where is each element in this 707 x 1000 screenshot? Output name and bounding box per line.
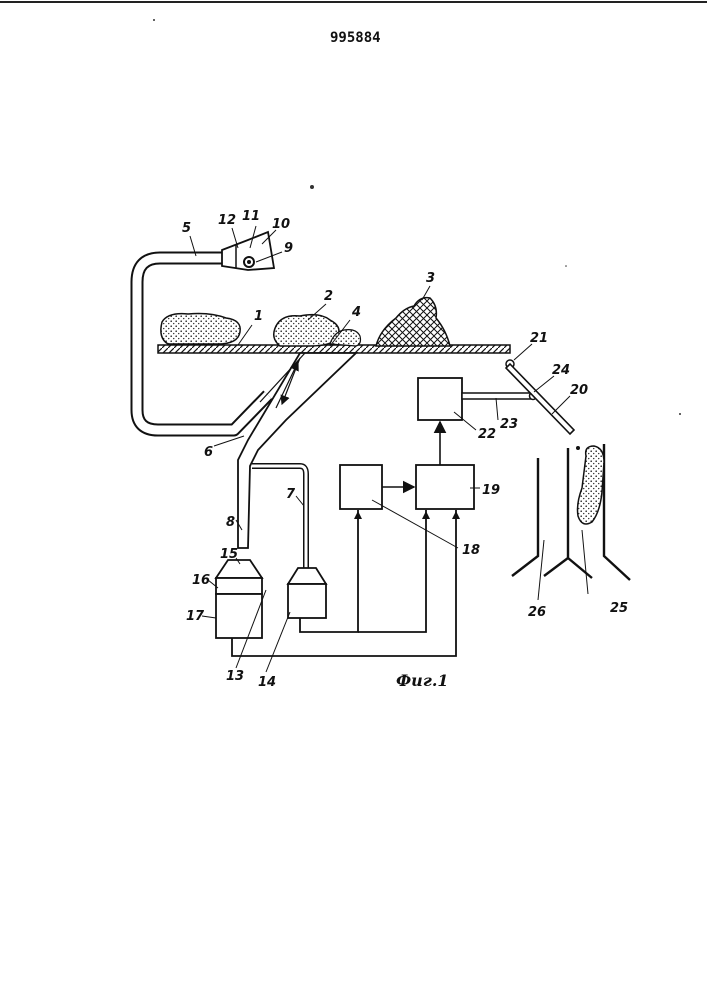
label-20: 20	[570, 383, 588, 398]
label-17: 17	[186, 609, 205, 624]
label-1: 1	[254, 309, 263, 324]
label-19: 19	[482, 483, 500, 498]
label-25: 25	[610, 601, 628, 616]
photodetector-16	[216, 578, 262, 594]
wire-17-to-19	[232, 510, 456, 656]
label-11: 11	[242, 209, 260, 224]
label-10: 10	[272, 217, 290, 232]
block-19	[416, 465, 474, 509]
label-13: 13	[226, 669, 244, 684]
label-3: 3	[426, 271, 435, 286]
label-5: 5	[182, 221, 191, 236]
label-8: 8	[226, 515, 235, 530]
label-26: 26	[528, 605, 546, 620]
label-9: 9	[284, 241, 293, 256]
collector-channel	[238, 353, 356, 548]
label-4: 4	[351, 305, 361, 320]
label-12: 12	[218, 213, 236, 228]
label-14: 14	[258, 675, 276, 690]
falling-ore-lump	[578, 446, 605, 524]
label-15: 15	[220, 547, 238, 562]
bin-25-right-wall	[604, 444, 630, 580]
document-number: 995884	[330, 30, 381, 46]
ore-lump-3	[376, 298, 450, 346]
bin-26-left-wall	[512, 458, 538, 576]
label-22: 22	[478, 427, 496, 442]
label-6: 6	[204, 445, 213, 460]
conveyor-belt	[158, 345, 510, 353]
figure-caption: Фиг.1	[396, 671, 449, 690]
actuator-rod	[462, 393, 532, 399]
amplifier-17	[216, 594, 262, 638]
label-24: 24	[552, 363, 570, 378]
ore-lump-2	[274, 315, 339, 346]
label-18: 18	[462, 543, 480, 558]
label-7: 7	[286, 487, 296, 502]
ore-lump-left	[161, 314, 240, 345]
label-2: 2	[324, 289, 333, 304]
fiber-bundle-7	[252, 466, 306, 572]
label-21: 21	[530, 331, 548, 346]
photodetector-cone-13	[288, 568, 326, 584]
label-23: 23	[500, 417, 518, 432]
label-16: 16	[192, 573, 210, 588]
photodetector-14	[288, 584, 326, 618]
wire-14-to-19	[358, 510, 426, 632]
